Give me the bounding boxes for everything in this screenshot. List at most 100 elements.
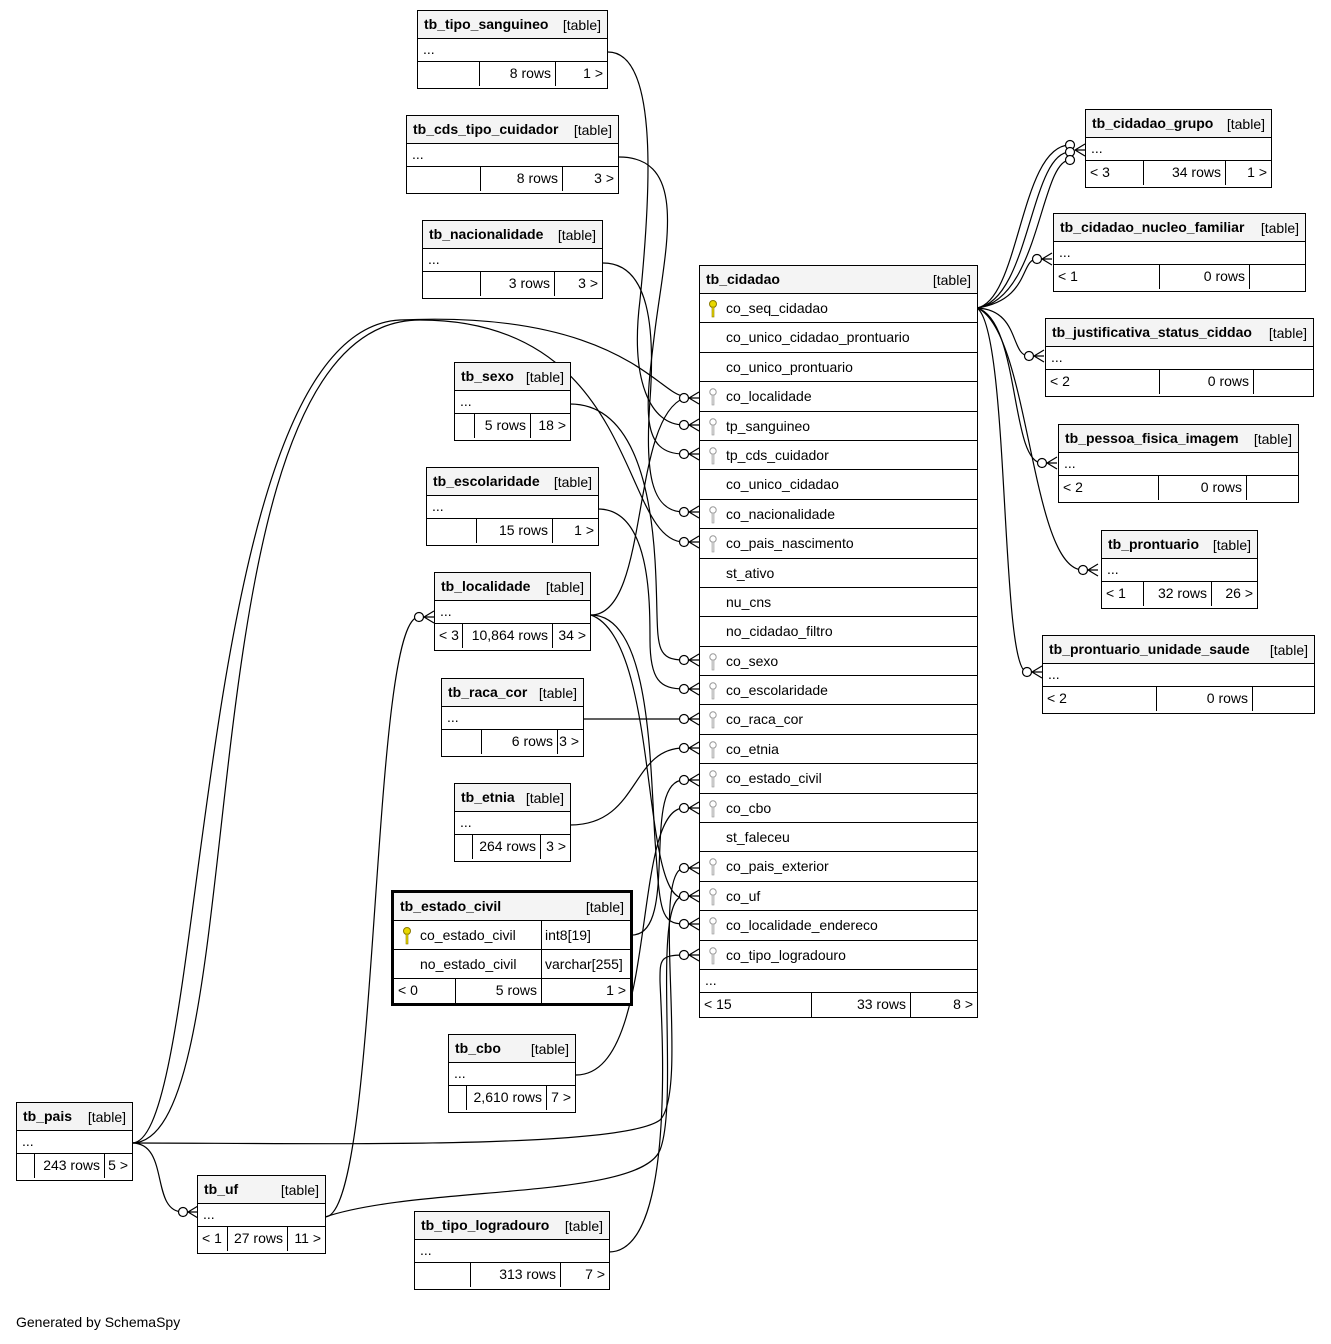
child-count[interactable]: 18 > bbox=[538, 417, 566, 433]
row-count: 313 rows bbox=[499, 1266, 556, 1282]
column-row[interactable]: no_estado_civil varchar[255] bbox=[394, 950, 630, 979]
child-count[interactable]: 34 > bbox=[558, 627, 586, 643]
column-row[interactable]: co_pais_exterior bbox=[700, 852, 977, 882]
column-row[interactable]: tp_cds_cuidador bbox=[700, 441, 977, 471]
column-row[interactable]: st_faleceu bbox=[700, 823, 977, 853]
column-row[interactable]: co_seq_cidadao bbox=[700, 294, 977, 324]
child-count[interactable]: 1 > bbox=[606, 982, 626, 998]
parent-count[interactable]: < 1 bbox=[202, 1230, 222, 1246]
column-row[interactable]: co_sexo bbox=[700, 647, 977, 677]
table-name: tb_tipo_sanguineo bbox=[424, 16, 549, 32]
table-footer: < 0 5 rows 1 > bbox=[394, 979, 630, 1003]
column-row[interactable]: co_etnia bbox=[700, 735, 977, 765]
column-row[interactable]: co_localidade bbox=[700, 382, 977, 412]
parent-count[interactable]: < 15 bbox=[704, 995, 732, 1012]
table-tb-justificativa-status-ciddao[interactable]: tb_justificativa_status_ciddao[table]...… bbox=[1045, 318, 1314, 397]
edge-cidadao-grupo-3 bbox=[976, 159, 1071, 309]
parent-count[interactable]: < 1 bbox=[1106, 585, 1126, 601]
table-tb-prontuario-unidade-saude[interactable]: tb_prontuario_unidade_saude[table]...< 2… bbox=[1042, 635, 1315, 714]
edge-nacionalidade bbox=[602, 262, 685, 513]
foreign-key-icon bbox=[709, 946, 717, 964]
parent-count[interactable]: < 1 bbox=[1058, 268, 1078, 284]
column-name: st_faleceu bbox=[726, 829, 790, 846]
child-count[interactable]: 3 > bbox=[594, 170, 614, 186]
table-tb-estado-civil[interactable]: tb_estado_civil [table] co_estado_civil … bbox=[391, 890, 633, 1006]
child-count[interactable]: 11 > bbox=[294, 1230, 321, 1246]
parent-count[interactable]: < 3 bbox=[439, 627, 459, 643]
column-row[interactable]: co_pais_nascimento bbox=[700, 529, 977, 559]
child-count[interactable]: 3 > bbox=[546, 838, 566, 854]
column-row[interactable]: nu_cns bbox=[700, 588, 977, 618]
row-count: 2,610 rows bbox=[473, 1089, 542, 1105]
child-count[interactable]: 3 > bbox=[559, 733, 579, 749]
child-count[interactable]: 1 > bbox=[574, 522, 594, 538]
edge-localidade-uf bbox=[590, 614, 685, 899]
column-row[interactable]: co_localidade_endereco bbox=[700, 911, 977, 941]
foreign-key-icon bbox=[709, 799, 717, 817]
column-row[interactable]: co_nacionalidade bbox=[700, 500, 977, 530]
child-count[interactable]: 26 > bbox=[1225, 585, 1253, 601]
child-count[interactable]: 7 > bbox=[585, 1266, 605, 1282]
column-name: co_pais_nascimento bbox=[726, 535, 854, 552]
column-name: co_localidade_endereco bbox=[726, 917, 878, 934]
column-row[interactable]: co_estado_civil bbox=[700, 764, 977, 794]
column-name: co_unico_prontuario bbox=[726, 358, 853, 375]
parent-count[interactable]: < 3 bbox=[1090, 164, 1110, 180]
table-type: [table] bbox=[1212, 537, 1251, 553]
parent-count[interactable]: < 2 bbox=[1050, 373, 1070, 389]
column-row[interactable]: co_unico_prontuario bbox=[700, 353, 977, 383]
table-name: tb_prontuario_unidade_saude bbox=[1049, 641, 1250, 657]
column-row[interactable]: co_tipo_logradouro bbox=[700, 941, 977, 970]
child-count[interactable]: 8 > bbox=[953, 995, 973, 1012]
column-row[interactable]: co_uf bbox=[700, 882, 977, 912]
parent-count[interactable]: < 0 bbox=[398, 982, 418, 998]
edge-estado-civil bbox=[631, 779, 685, 936]
child-count[interactable]: 3 > bbox=[578, 275, 598, 291]
row-count: 5 rows bbox=[495, 982, 537, 998]
column-row[interactable]: co_estado_civil int8[19] bbox=[394, 921, 630, 950]
table-name: tb_cds_tipo_cuidador bbox=[413, 121, 559, 137]
column-row[interactable]: tp_sanguineo bbox=[700, 412, 977, 441]
column-row[interactable]: co_raca_cor bbox=[700, 705, 977, 735]
child-count[interactable]: 1 > bbox=[1247, 164, 1267, 180]
child-count[interactable]: 7 > bbox=[551, 1089, 571, 1105]
table-ellipsis-row: ... bbox=[427, 496, 598, 519]
column-row[interactable]: co_cbo bbox=[700, 794, 977, 824]
table-ellipsis-row: ... bbox=[1054, 242, 1305, 265]
table-name: tb_tipo_logradouro bbox=[421, 1217, 550, 1233]
column-row[interactable]: co_unico_cidadao bbox=[700, 470, 977, 500]
column-row[interactable]: st_ativo bbox=[700, 559, 977, 588]
column-row[interactable]: co_escolaridade bbox=[700, 676, 977, 706]
column-row[interactable]: co_unico_cidadao_prontuario bbox=[700, 323, 977, 353]
child-count[interactable]: 1 > bbox=[583, 65, 603, 81]
column-name: co_etnia bbox=[726, 740, 779, 757]
table-name: tb_sexo bbox=[461, 368, 514, 384]
child-count[interactable]: 5 > bbox=[108, 1157, 128, 1173]
parent-count[interactable]: < 2 bbox=[1063, 479, 1083, 495]
parent-count[interactable]: < 2 bbox=[1047, 690, 1067, 706]
table-ellipsis-row: ... bbox=[1043, 664, 1314, 687]
column-name: co_cbo bbox=[726, 799, 772, 816]
table-header: tb_nacionalidade[table] bbox=[423, 221, 602, 249]
column-row[interactable]: no_cidadao_filtro bbox=[700, 617, 977, 647]
